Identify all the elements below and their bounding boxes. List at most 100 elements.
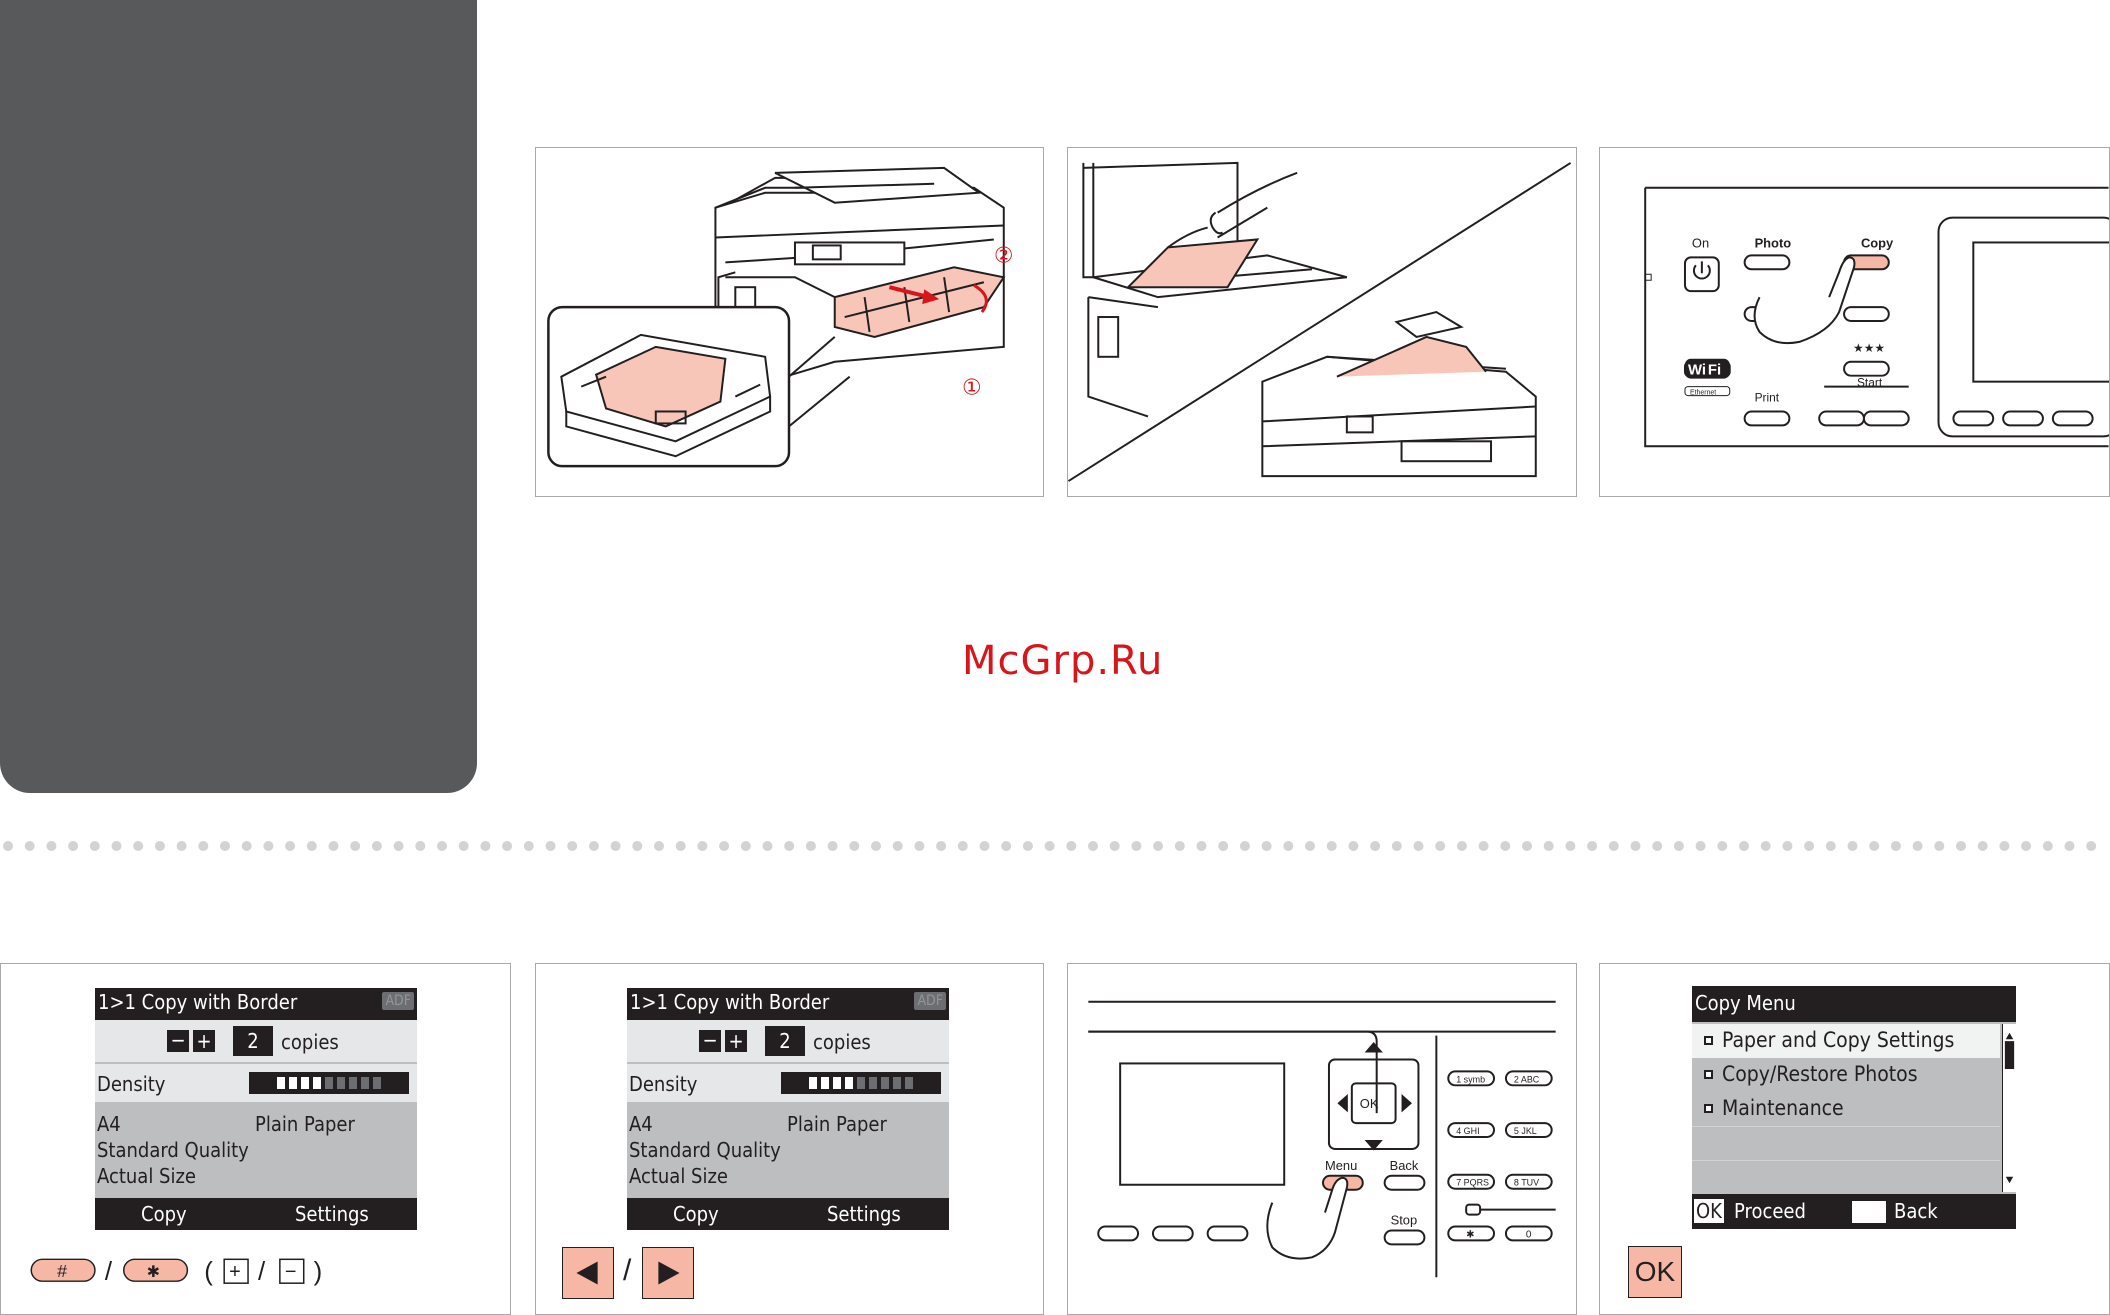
quality: Standard Quality [97,1138,249,1162]
separator-dot [1869,841,1880,851]
density-segment [337,1077,345,1089]
plus-box-icon [223,1258,249,1284]
separator-dot [784,841,795,851]
separator-dot [632,841,643,851]
paper-type: Plain Paper [255,1112,355,1136]
separator-dot [1912,841,1923,851]
separator-dot [1478,841,1489,851]
printer-paper-illustration: ② ① [547,166,1013,468]
separator-dot [523,841,534,851]
menu-panel-illustration: OK Menu Back Stop 1 symb 2 ABC 4 GHI 5 J… [1088,1000,1556,1278]
copies-label: copies [281,1030,339,1054]
density-label: Density [629,1072,698,1096]
separator-dot [371,841,382,851]
density-segment [869,1077,877,1089]
separator-dot [1999,841,2010,851]
copy-label: Copy [1861,235,1894,250]
separator-dot [1673,841,1684,851]
lcd-title: Copy Menu [1695,991,1796,1015]
svg-text:8 TUV: 8 TUV [1514,1178,1539,1188]
start-label: Start [1857,376,1883,390]
menu-item-maintenance[interactable]: Maintenance [1692,1092,2000,1126]
separator-dot [654,841,664,851]
separator-dot [2021,841,2032,851]
separator-dot [567,841,578,851]
minus-box-icon [279,1258,305,1284]
separator-dot [328,841,339,851]
separator-dot [1782,841,1793,851]
separator-dot [697,841,708,851]
density-label: Density [97,1072,166,1096]
density-segment [289,1077,297,1089]
separator-dot [1391,841,1402,851]
density-segment [881,1077,889,1089]
dotted-separator [3,841,2097,851]
watermark: McGrp.Ru [962,638,1164,684]
separator-dot [1305,841,1315,851]
stars-label: ★★★ [1853,341,1885,355]
separator-dot [1044,841,1055,851]
separator-dot [1413,841,1424,851]
panel-copy-menu: Copy Menu Paper and Copy Settings Copy/R… [1599,963,2110,1315]
quality: Standard Quality [629,1138,781,1162]
stop-label: Stop [1391,1213,1418,1228]
separator-dot [545,841,556,851]
separator-dot [871,841,881,851]
on-label: On [1692,235,1709,250]
footer-back: Back [1894,1199,1938,1223]
wifi-badge [1684,358,1730,379]
density-slider[interactable] [249,1072,409,1094]
menu-item-paper-settings[interactable]: Paper and Copy Settings [1692,1024,2000,1058]
adf-tag: ADF [382,992,414,1010]
separator-dot [133,841,144,851]
copy-size: Actual Size [629,1164,728,1188]
separator-dot [1066,841,1077,851]
footer-settings: Settings [295,1202,369,1226]
footer-settings: Settings [827,1202,901,1226]
wifi-label: Wi [1688,363,1706,379]
density-slider[interactable] [781,1072,941,1094]
svg-text:0: 0 [1526,1229,1532,1240]
copy-size: Actual Size [97,1164,196,1188]
density-segment [893,1077,901,1089]
footer-copy: Copy [673,1202,719,1226]
density-segment [845,1077,853,1089]
lcd-screen: Copy Menu Paper and Copy Settings Copy/R… [1692,986,2016,1229]
wifi-label-2: Fi [1708,363,1721,379]
copies-value[interactable]: 2 [233,1026,273,1056]
svg-text:/: / [105,1258,113,1286]
density-segment [361,1077,369,1089]
density-segment [857,1077,865,1089]
separator-dot [1370,841,1381,851]
separator-dot [437,841,447,851]
lcd-screen: 1>1 Copy with Border ADF − + 2 copies De… [627,988,949,1230]
bullet-icon [1704,1036,1713,1045]
back-label: Back [1390,1158,1419,1173]
density-segment [349,1077,357,1089]
separator-dot [740,841,751,851]
caption-keys: # / ✱ ( + / − ) [30,1258,322,1286]
density-segment [277,1077,285,1089]
panel-set-density: 1>1 Copy with Border ADF − + 2 copies De… [535,963,1044,1315]
separator-dot [1695,841,1706,851]
separator-dot [154,841,165,851]
separator-dot [1760,841,1771,851]
separator-dot [1239,841,1250,851]
copies-label: copies [813,1030,871,1054]
svg-text:−: − [285,1261,297,1283]
separator-dot [285,841,296,851]
svg-text:+: + [229,1261,241,1283]
separator-dot [458,841,469,851]
copies-value[interactable]: 2 [765,1026,805,1056]
separator-dot [979,841,990,851]
separator-dot [2064,841,2075,851]
panel-load-paper: ② ① [535,147,1044,497]
menu-item-restore-photos[interactable]: Copy/Restore Photos [1692,1058,2000,1092]
ok-key: OK [1628,1246,1682,1298]
separator-dot [805,841,816,851]
separator-dot [1565,841,1576,851]
scrollbar[interactable] [2002,1024,2016,1192]
control-panel-illustration: On Photo Copy Print Start ★★★ Wi Fi Ethe… [1644,186,2109,448]
separator-dot [1977,841,1988,851]
separator-dot [68,841,79,851]
